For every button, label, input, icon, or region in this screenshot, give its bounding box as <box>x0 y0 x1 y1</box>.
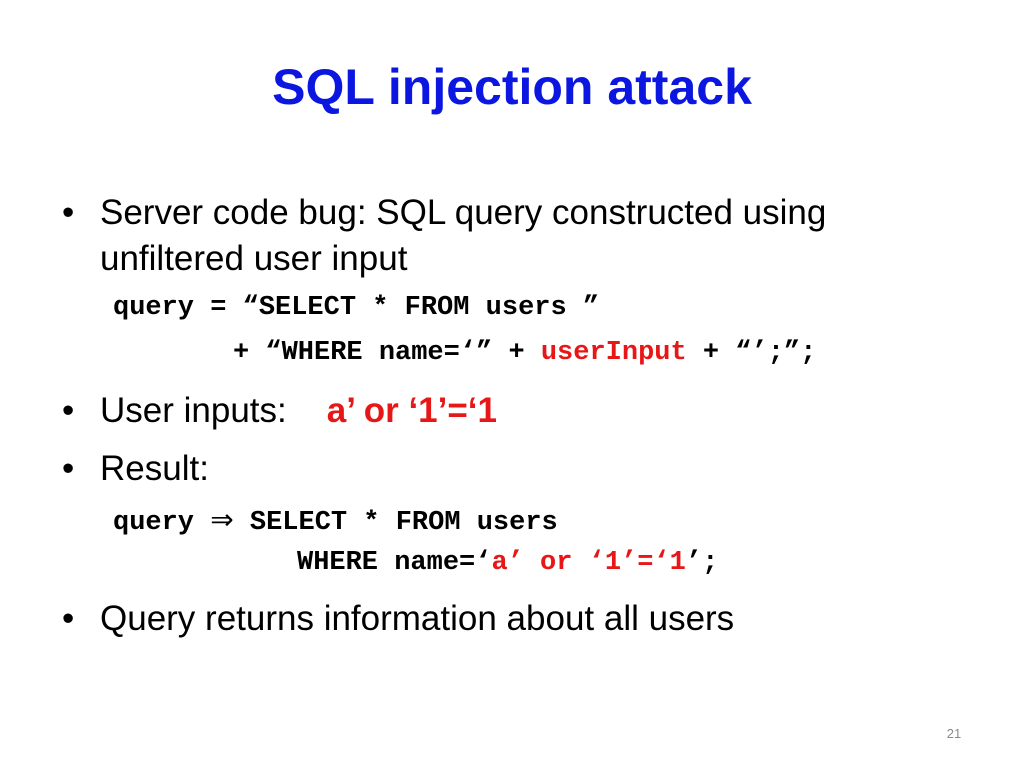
bullet-label: Result: <box>100 449 209 488</box>
bullet-dot-icon: • <box>62 193 75 232</box>
implies-arrow-icon: ⇒ <box>210 503 234 536</box>
bullet-text: Server code bug: SQL query constructed u… <box>100 190 826 282</box>
slide-title: SQL injection attack <box>272 59 752 115</box>
code-injected-text: a’ or ‘1’=‘1 <box>491 548 686 578</box>
code-query-line-1: query = “SELECT * FROM users ” <box>113 293 600 323</box>
bullet-line: unfiltered user input <box>100 239 408 279</box>
code-text: + “’;”; <box>686 338 817 368</box>
bullet-label: User inputs: <box>100 391 287 430</box>
page-number: 21 <box>946 726 962 741</box>
code-text: + “WHERE name=‘” + <box>233 338 541 368</box>
user-input-value: a’ or ‘1’=‘1 <box>326 391 497 430</box>
code-query-line-2: + “WHERE name=‘” + userInput + “’;”; <box>233 340 816 367</box>
code-result-line-2: WHERE name=‘a’ or ‘1’=‘1’; <box>297 550 718 577</box>
bullet-dot-icon: • <box>62 449 75 488</box>
code-text: query <box>113 508 211 538</box>
code-user-input-variable: userInput <box>540 338 687 368</box>
bullet-label: Query returns information about all user… <box>100 599 735 638</box>
bullet-text: User inputs: a’ or ‘1’=‘1 <box>100 388 497 434</box>
bullet-dot-icon: • <box>62 391 75 430</box>
bullet-line: Server code bug: SQL query constructed u… <box>100 193 827 232</box>
code-text: SELECT * FROM users <box>233 508 558 538</box>
code-text: WHERE name=‘ <box>297 548 492 578</box>
code-result-line-1: query ⇒ SELECT * FROM users <box>113 506 558 537</box>
code-text: ’; <box>685 548 719 578</box>
bullet-dot-icon: • <box>62 599 75 638</box>
